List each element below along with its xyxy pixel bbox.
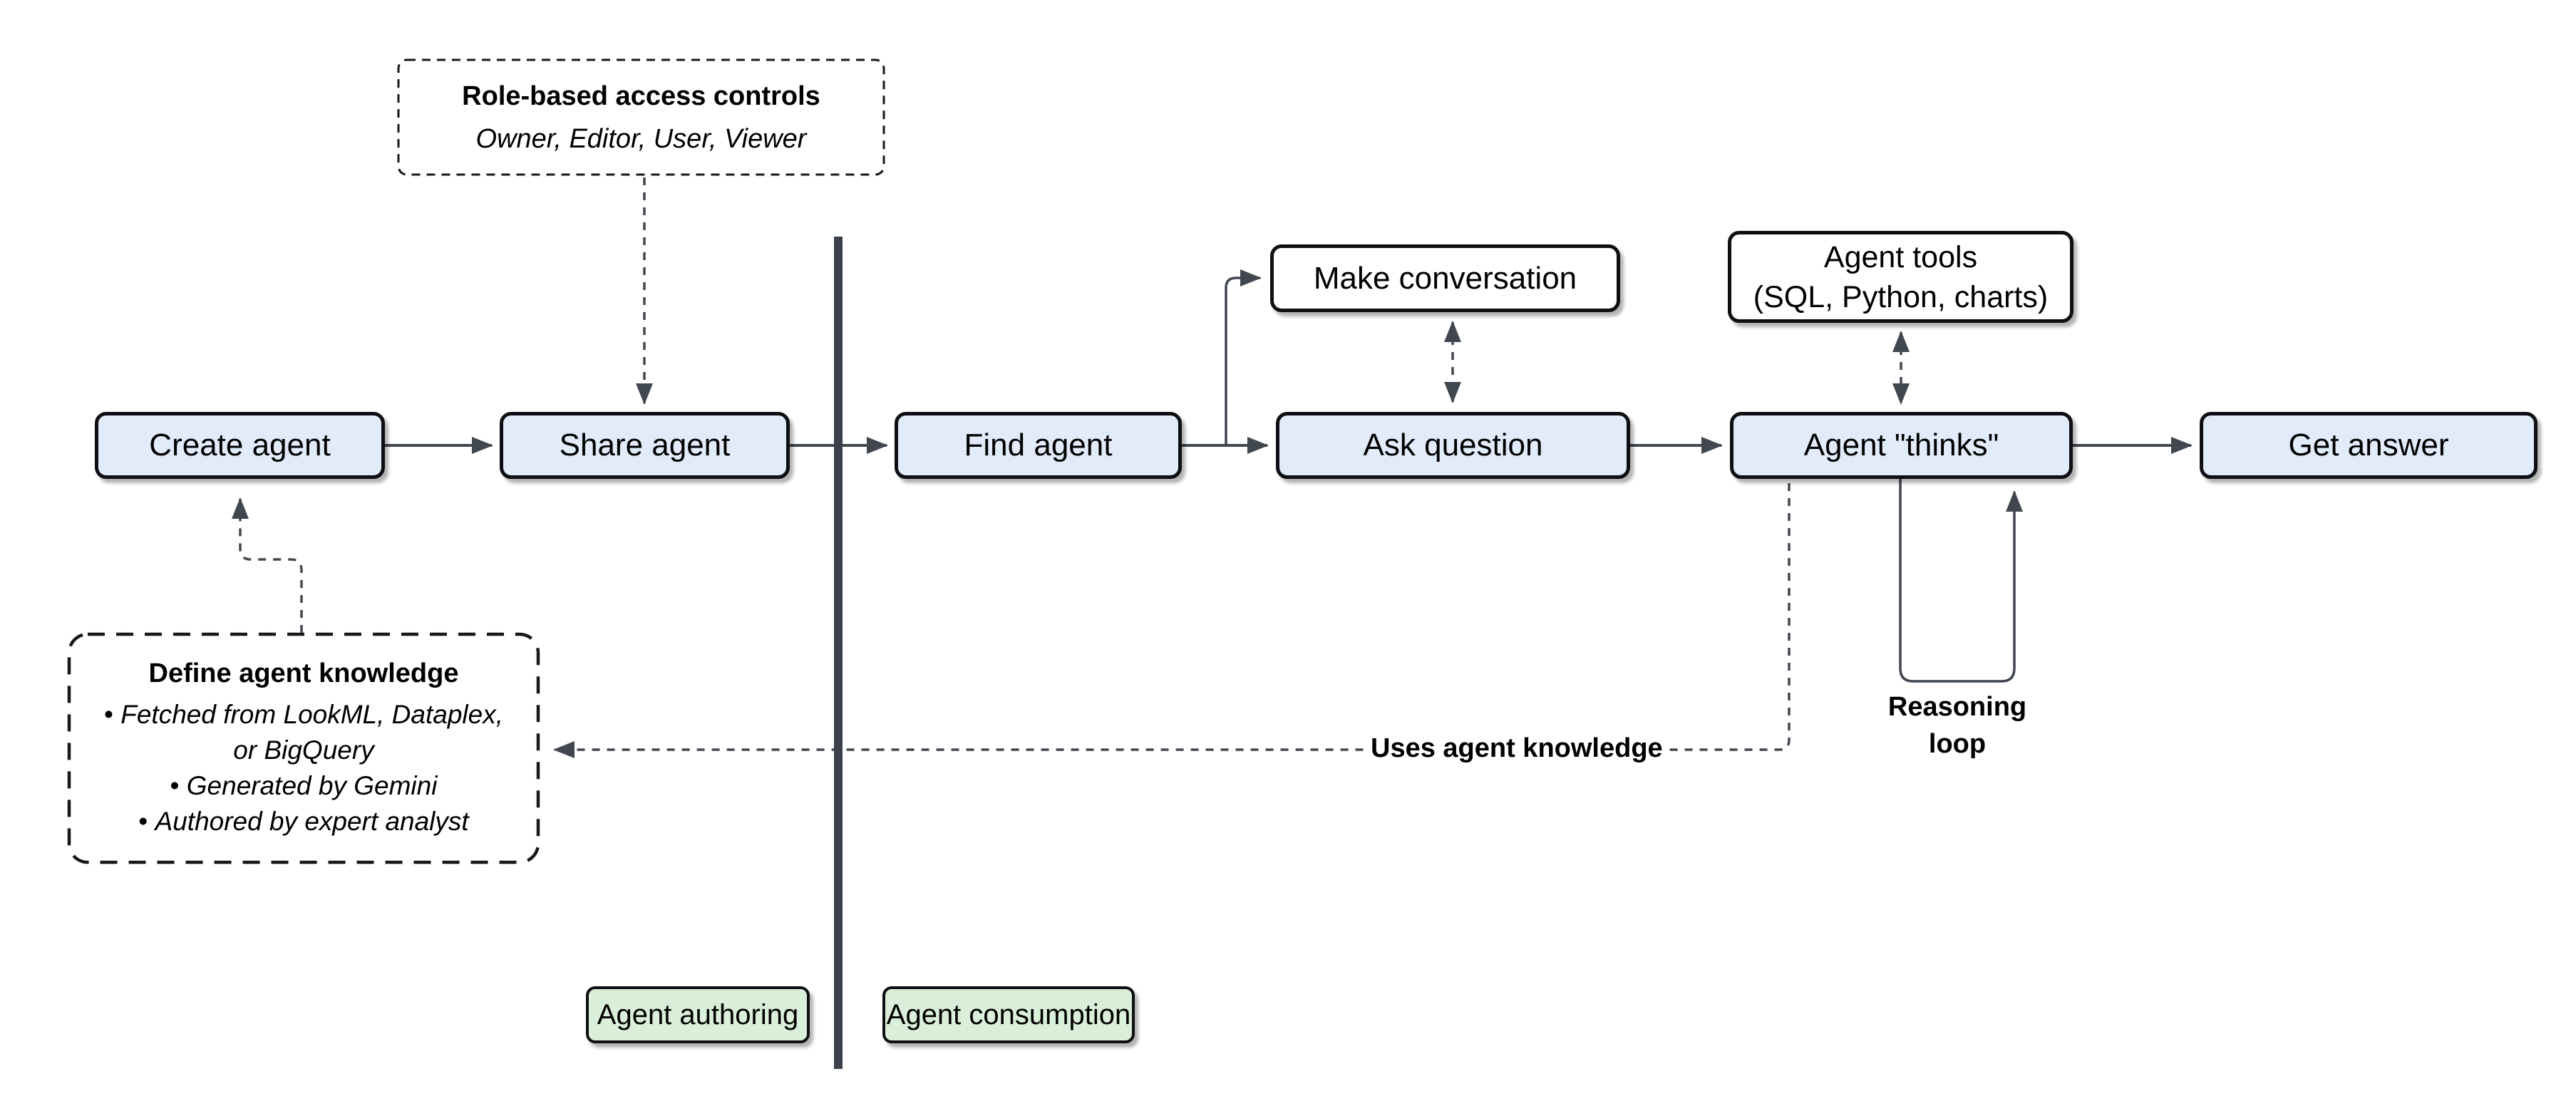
node-label: Create agent bbox=[149, 428, 331, 462]
edge-knowledge-to-create bbox=[232, 497, 303, 633]
uses-agent-knowledge-label: Uses agent knowledge bbox=[1365, 731, 1669, 765]
node-agent-tools: Agent tools (SQL, Python, charts) bbox=[1728, 231, 2073, 323]
node-create-agent: Create agent bbox=[95, 412, 385, 479]
lane-label: Agent consumption bbox=[886, 999, 1131, 1030]
lane-divider bbox=[834, 237, 843, 1069]
role-access-title: Role-based access controls bbox=[462, 81, 820, 111]
role-access-subtitle: Owner, Editor, User, Viewer bbox=[475, 123, 807, 154]
edge-uses-agent-knowledge bbox=[553, 483, 1791, 758]
define-knowledge-bullets: Fetched from LookML, Dataplex, or BigQue… bbox=[89, 697, 518, 839]
node-ask-question: Ask question bbox=[1276, 412, 1630, 479]
knowledge-bullet: Fetched from LookML, Dataplex, or BigQue… bbox=[89, 697, 518, 768]
node-label-line1: Agent tools bbox=[1823, 239, 1978, 274]
node-label: Agent "thinks" bbox=[1803, 428, 1999, 462]
node-label: Ask question bbox=[1363, 428, 1543, 462]
callout-role-access: Role-based access controls Owner, Editor… bbox=[398, 60, 884, 175]
knowledge-bullet: Authored by expert analyst bbox=[89, 804, 518, 839]
node-label-line2: (SQL, Python, charts) bbox=[1753, 279, 2049, 314]
lane-label-agent-authoring: Agent authoring bbox=[586, 986, 810, 1043]
lane-label-agent-consumption: Agent consumption bbox=[882, 986, 1135, 1043]
node-agent-thinks: Agent "thinks" bbox=[1730, 412, 2073, 479]
define-knowledge-box-border bbox=[67, 632, 540, 864]
reasoning-loop-label: Reasoning loop bbox=[1887, 692, 2027, 759]
role-access-box-border bbox=[397, 58, 885, 176]
edge-find-to-make-conversation bbox=[1225, 269, 1262, 445]
knowledge-bullet: Generated by Gemini bbox=[89, 768, 518, 804]
node-find-agent: Find agent bbox=[895, 412, 1182, 479]
node-label: Share agent bbox=[559, 428, 731, 462]
edge-reasoning-loop bbox=[1899, 479, 2023, 683]
node-get-answer: Get answer bbox=[2200, 412, 2538, 479]
callout-define-knowledge: Define agent knowledge Fetched from Look… bbox=[69, 634, 538, 862]
node-share-agent: Share agent bbox=[500, 412, 790, 479]
node-label: Find agent bbox=[964, 428, 1113, 462]
lane-label: Agent authoring bbox=[597, 999, 799, 1030]
define-knowledge-title: Define agent knowledge bbox=[148, 658, 459, 688]
node-label: Get answer bbox=[2288, 428, 2449, 462]
node-label: Make conversation bbox=[1313, 260, 1577, 296]
node-make-conversation: Make conversation bbox=[1270, 244, 1620, 312]
